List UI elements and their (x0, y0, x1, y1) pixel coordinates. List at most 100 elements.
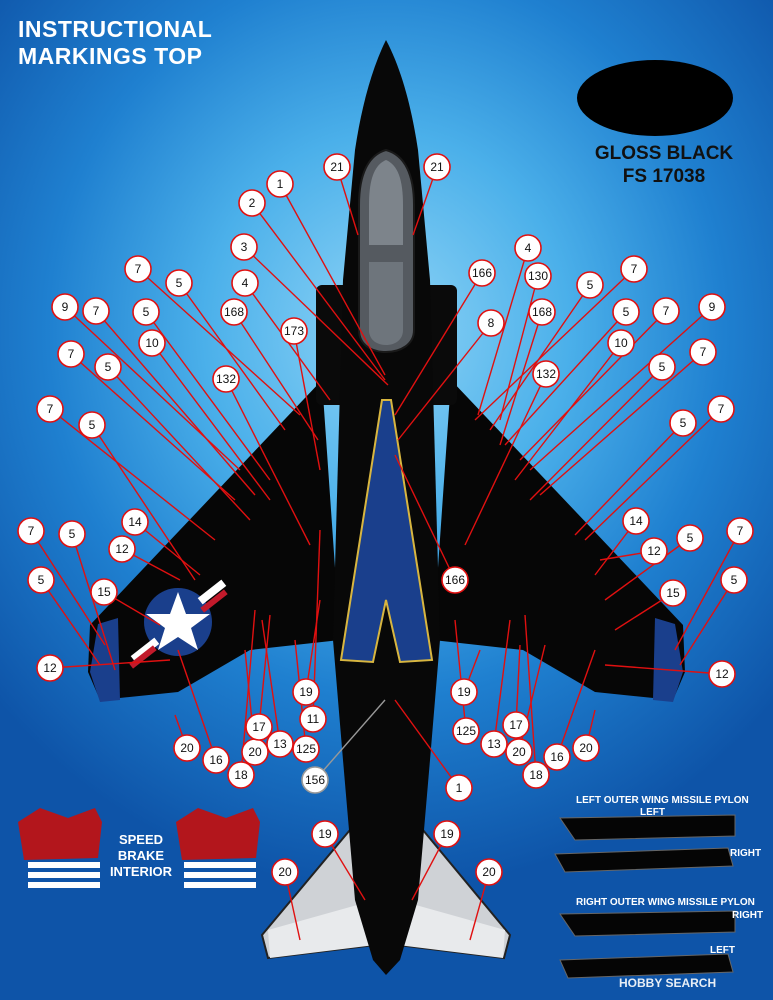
speed-brake-left-drawing (18, 808, 102, 888)
left-pylon-title: LEFT OUTER WING MISSILE PYLON (576, 795, 749, 806)
left-wingtip-stripe (90, 618, 120, 702)
leader-line (243, 246, 389, 386)
callout-circle (726, 517, 754, 545)
leader-line (394, 699, 460, 789)
callout-12: 12 (108, 535, 136, 563)
callout-number: 5 (105, 360, 112, 374)
callout-circle (27, 566, 55, 594)
callout-8: 8 (477, 309, 505, 337)
callout-21: 21 (323, 153, 351, 181)
callout-number: 13 (487, 737, 501, 751)
leader-line (225, 378, 311, 546)
callout-number: 7 (718, 402, 725, 416)
callout-circle (266, 170, 294, 198)
left-pylon-left-label: LEFT (640, 807, 665, 818)
callout-circle (468, 259, 496, 287)
callout-number: 5 (38, 573, 45, 587)
callout-20: 20 (475, 858, 503, 886)
callout-17: 17 (502, 711, 530, 739)
callout-circle (480, 730, 508, 758)
callout-circle (433, 820, 461, 848)
callout-5: 5 (648, 353, 676, 381)
callout-number: 19 (457, 685, 471, 699)
callout-166: 166 (441, 566, 469, 594)
callout-132: 132 (212, 365, 240, 393)
leader-line (584, 408, 722, 541)
callout-number: 19 (318, 827, 332, 841)
callout-number: 5 (731, 573, 738, 587)
callout-circle (612, 298, 640, 326)
callout-circle (245, 713, 273, 741)
callout-number: 8 (488, 316, 495, 330)
leader-line (493, 619, 511, 745)
callout-12: 12 (640, 537, 668, 565)
callout-number: 5 (659, 360, 666, 374)
callout-circle (475, 858, 503, 886)
callout-circle (17, 517, 45, 545)
callout-number: 18 (234, 768, 248, 782)
callout-number: 9 (709, 300, 716, 314)
callout-number: 13 (273, 737, 287, 751)
callout-circle (652, 297, 680, 325)
callout-number: 130 (528, 269, 548, 283)
leader-line (489, 284, 591, 431)
callout-7: 7 (17, 517, 45, 545)
callout-1: 1 (445, 774, 473, 802)
callout-15: 15 (659, 579, 687, 607)
callout-number: 3 (241, 240, 248, 254)
leader-line (556, 649, 596, 758)
callout-circle (323, 153, 351, 181)
callout-number: 7 (135, 262, 142, 276)
speed-brake-line-3: INTERIOR (109, 864, 173, 879)
leader-line (258, 614, 271, 728)
leader-line (95, 310, 256, 496)
callout-circle (311, 820, 339, 848)
callout-circle (708, 660, 736, 688)
callout-circle (58, 520, 86, 548)
callout-circle (505, 738, 533, 766)
leader-line (40, 579, 101, 666)
callout-11: 11 (299, 705, 327, 733)
callout-number: 4 (525, 241, 532, 255)
speed-brake-line-2: BRAKE (117, 848, 165, 863)
callout-5: 5 (132, 298, 160, 326)
callout-13: 13 (266, 730, 294, 758)
callout-number: 12 (43, 661, 57, 675)
callout-number: 21 (330, 160, 344, 174)
leader-line (279, 183, 386, 376)
callout-number: 7 (737, 524, 744, 538)
leader-line (70, 353, 236, 501)
callout-circle (220, 298, 248, 326)
callout-number: 10 (614, 336, 628, 350)
callout-14: 14 (121, 508, 149, 536)
callout-number: 7 (28, 524, 35, 538)
callout-circle (648, 353, 676, 381)
leader-line (499, 311, 543, 446)
callout-number: 20 (278, 865, 292, 879)
spine-stripe (339, 399, 434, 664)
callout-number: 9 (62, 300, 69, 314)
callout-10: 10 (607, 329, 635, 357)
callout-5: 5 (669, 409, 697, 437)
callout-circle (445, 774, 473, 802)
callout-number: 17 (509, 718, 523, 732)
callout-number: 1 (277, 177, 284, 191)
callout-number: 7 (93, 304, 100, 318)
callout-circle (212, 365, 240, 393)
title-line-1: INSTRUCTIONAL (18, 16, 213, 42)
callout-circle (57, 340, 85, 368)
leader-line (134, 521, 201, 576)
callout-number: 10 (145, 336, 159, 350)
leader-line (305, 599, 321, 693)
callout-number: 166 (445, 573, 465, 587)
callout-number: 7 (700, 345, 707, 359)
leader-line (314, 699, 386, 781)
callout-circle (173, 734, 201, 762)
right-pylon-left-label: LEFT (710, 945, 735, 956)
paint-label: GLOSS BLACK FS 17038 (585, 142, 743, 188)
callout-number: 7 (68, 347, 75, 361)
callout-156: 156 (301, 766, 329, 794)
callout-9: 9 (51, 293, 79, 321)
leader-line (679, 579, 735, 666)
